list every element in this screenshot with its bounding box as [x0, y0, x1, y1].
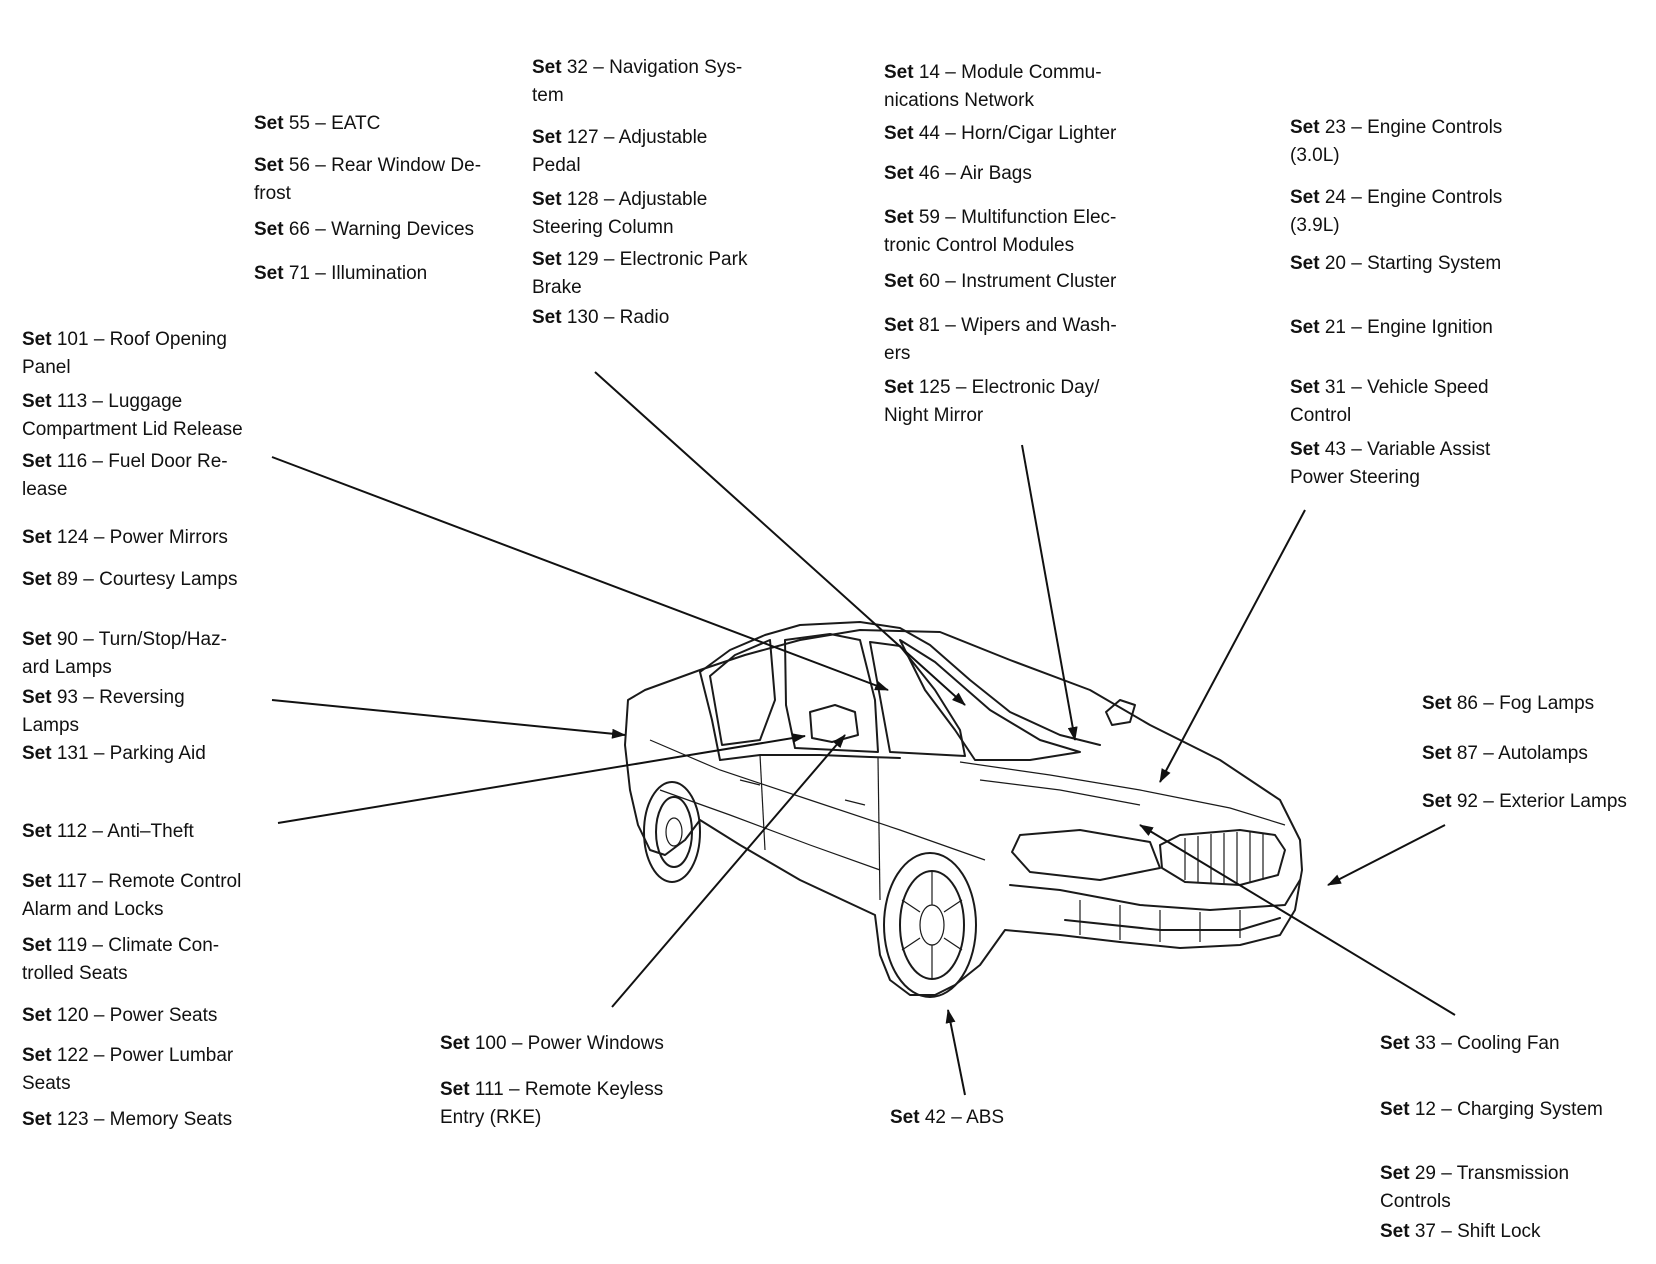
- label-set43: Set 43 – Variable Assist Power Steering: [1290, 439, 1491, 488]
- label-set23: Set 23 – Engine Controls (3.0L): [1290, 117, 1503, 166]
- leader-lines: [271, 371, 1456, 1096]
- label-set127: Set 127 – Adjustable Pedal: [532, 127, 708, 176]
- leader-line-set92: [1327, 824, 1446, 886]
- leader-line-set42: [945, 1009, 966, 1096]
- label-set131: Set 131 – Parking Aid: [22, 743, 206, 764]
- label-set21: Set 21 – Engine Ignition: [1290, 317, 1493, 338]
- label-set117: Set 117 – Remote Control Alarm and Locks: [22, 871, 242, 920]
- label-set60: Set 60 – Instrument Cluster: [884, 271, 1117, 292]
- label-set14: Set 14 – Module Commu- nications Network: [884, 62, 1102, 111]
- leader-line-set32-group: [594, 371, 966, 706]
- label-set93: Set 93 – Reversing Lamps: [22, 687, 185, 736]
- label-set31: Set 31 – Vehicle Speed Control: [1290, 377, 1489, 426]
- label-set120: Set 120 – Power Seats: [22, 1005, 218, 1026]
- label-set111: Set 111 – Remote Keyless Entry (RKE): [440, 1079, 664, 1128]
- label-set59: Set 59 – Multifunction Elec- tronic Cont…: [884, 207, 1117, 256]
- label-set66: Set 66 – Warning Devices: [254, 219, 475, 240]
- leader-line-set100: [611, 734, 846, 1008]
- label-set86: Set 86 – Fog Lamps: [1422, 693, 1595, 714]
- label-set71: Set 71 – Illumination: [254, 263, 428, 284]
- label-set90: Set 90 – Turn/Stop/Haz- ard Lamps: [22, 629, 227, 678]
- label-set56: Set 56 – Rear Window De- frost: [254, 155, 482, 204]
- leader-line-set116: [271, 456, 889, 691]
- label-set46: Set 46 – Air Bags: [884, 163, 1032, 184]
- label-set42: Set 42 – ABS: [890, 1107, 1005, 1128]
- leader-line-set33: [1139, 824, 1456, 1016]
- label-set113: Set 113 – Luggage Compartment Lid Releas…: [22, 391, 243, 440]
- label-set44: Set 44 – Horn/Cigar Lighter: [884, 123, 1117, 144]
- label-set87: Set 87 – Autolamps: [1422, 743, 1588, 764]
- label-set29: Set 29 – Transmission Controls: [1380, 1163, 1570, 1212]
- label-set24: Set 24 – Engine Controls (3.9L): [1290, 187, 1503, 236]
- rear-wheel: [643, 781, 701, 883]
- label-set100: Set 100 – Power Windows: [440, 1033, 664, 1054]
- label-set129: Set 129 – Electronic Park Brake: [532, 249, 748, 298]
- label-set125: Set 125 – Electronic Day/ Night Mirror: [884, 377, 1100, 426]
- label-set33: Set 33 – Cooling Fan: [1380, 1033, 1560, 1054]
- label-set116: Set 116 – Fuel Door Re- lease: [22, 451, 228, 500]
- label-set89: Set 89 – Courtesy Lamps: [22, 569, 238, 590]
- label-set20: Set 20 – Starting System: [1290, 253, 1502, 274]
- label-set122: Set 122 – Power Lumbar Seats: [22, 1045, 234, 1094]
- label-set119: Set 119 – Climate Con- trolled Seats: [22, 935, 220, 984]
- label-set92: Set 92 – Exterior Lamps: [1422, 791, 1627, 812]
- label-set112: Set 112 – Anti–Theft: [22, 821, 194, 842]
- label-set128: Set 128 – Adjustable Steering Column: [532, 189, 708, 238]
- label-set55: Set 55 – EATC: [254, 113, 381, 134]
- leader-line-set43: [1159, 509, 1306, 783]
- label-set37: Set 37 – Shift Lock: [1380, 1221, 1541, 1242]
- label-set101: Set 101 – Roof Opening Panel: [22, 329, 227, 378]
- label-set124: Set 124 – Power Mirrors: [22, 527, 228, 548]
- label-set81: Set 81 – Wipers and Wash- ers: [884, 315, 1117, 364]
- label-set32: Set 32 – Navigation Sys- tem: [532, 57, 743, 106]
- leader-line-set93: [271, 699, 626, 739]
- label-set130: Set 130 – Radio: [532, 307, 670, 328]
- label-set12: Set 12 – Charging System: [1380, 1099, 1603, 1120]
- leader-line-set112: [277, 733, 806, 824]
- sedan-illustration: [624, 621, 1303, 998]
- front-wheel: [883, 852, 977, 998]
- leader-line-set125: [1021, 444, 1078, 741]
- label-set123: Set 123 – Memory Seats: [22, 1109, 233, 1130]
